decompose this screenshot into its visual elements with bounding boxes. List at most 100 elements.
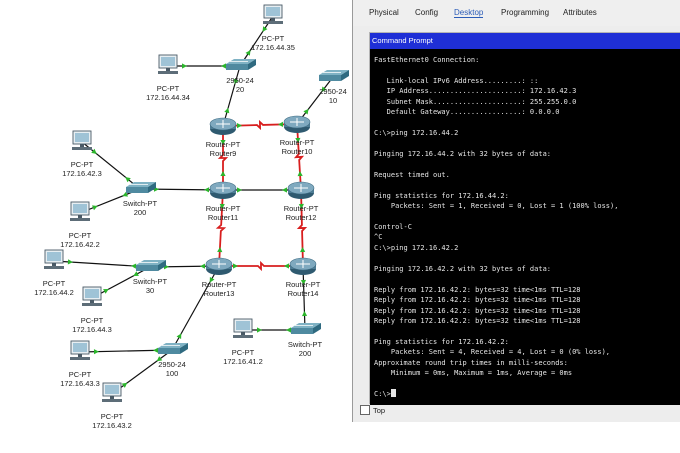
port-indicator xyxy=(295,137,301,143)
pc-pc-43-2[interactable] xyxy=(102,382,122,402)
terminal-line: C:\>ping 172.16.44.2 xyxy=(374,129,459,138)
node-ip-label: 172.16.44.3 xyxy=(72,325,112,334)
pc-pc-42-2[interactable] xyxy=(70,201,90,221)
switch-sw-200a[interactable] xyxy=(126,182,156,193)
pc-device-window: Physical Config Desktop Programming Attr… xyxy=(352,0,680,453)
port-indicator xyxy=(204,187,210,193)
pc-pc-44-2[interactable] xyxy=(44,249,64,269)
switch-sw-100[interactable] xyxy=(158,343,188,354)
port-indicator xyxy=(182,63,187,69)
node-name-label: 200 xyxy=(298,349,312,358)
node-ip-label: 172.16.44.2 xyxy=(34,288,74,297)
pc-pc-44-35[interactable] xyxy=(263,4,283,24)
port-indicator xyxy=(300,247,306,253)
port-indicator xyxy=(176,333,182,340)
router-r10[interactable] xyxy=(283,115,311,133)
terminal-line xyxy=(374,65,680,75)
tab-config[interactable]: Config xyxy=(415,8,439,17)
tab-attributes[interactable]: Attributes xyxy=(563,8,597,17)
port-indicator xyxy=(257,327,262,333)
node-ip-label: 172.16.44.35 xyxy=(251,43,295,52)
port-indicator xyxy=(301,311,308,317)
node-model-label: Switch-PT xyxy=(132,277,168,286)
top-option[interactable]: Top xyxy=(360,405,385,415)
terminal-line: Control-C xyxy=(374,223,412,231)
tab-bar: Physical Config Desktop Programming Attr… xyxy=(353,0,680,26)
terminal-line xyxy=(374,253,680,263)
node-model-label: Router-PT xyxy=(283,204,319,213)
link-pc-43-3-sw-100 xyxy=(79,347,173,355)
terminal-line: Link-local IPv6 Address.........: :: xyxy=(374,76,539,85)
port-indicator xyxy=(219,203,225,209)
pc-pc-44-34[interactable] xyxy=(158,54,178,74)
pc-pc-44-3[interactable] xyxy=(82,286,102,306)
node-ip-label: 172.16.43.2 xyxy=(92,421,132,430)
port-indicator xyxy=(103,289,109,294)
router-r12[interactable] xyxy=(287,181,315,199)
switch-sw-20[interactable] xyxy=(226,59,256,70)
node-ip-label: 172.16.41.2 xyxy=(223,357,263,366)
node-ip-label: 172.16.43.3 xyxy=(60,379,100,388)
port-indicator xyxy=(298,203,304,209)
port-indicator xyxy=(321,86,327,93)
node-model-label: PC-PT xyxy=(231,348,255,357)
node-model-label: PC-PT xyxy=(70,160,94,169)
port-indicator xyxy=(221,63,226,69)
terminal-line xyxy=(374,379,680,389)
terminal-line: Approximate round trip times in milli-se… xyxy=(374,358,568,367)
tab-programming[interactable]: Programming xyxy=(501,8,550,17)
port-indicator xyxy=(282,187,287,193)
port-indicator xyxy=(93,349,99,355)
node-name-label: Router10 xyxy=(281,147,313,156)
terminal-line: Packets: Sent = 1, Received = 0, Lost = … xyxy=(374,202,619,211)
port-indicator xyxy=(262,26,268,32)
top-checkbox[interactable] xyxy=(360,405,370,415)
pc-pc-41-2[interactable] xyxy=(233,318,253,338)
port-indicator xyxy=(200,263,206,269)
terminal-line xyxy=(374,159,680,169)
port-indicator xyxy=(284,263,289,269)
switch-sw-10[interactable] xyxy=(319,70,349,81)
port-indicator xyxy=(220,140,226,145)
router-r11[interactable] xyxy=(209,181,237,199)
command-prompt-panel: Command Prompt FastEthernet0 Connection:… xyxy=(369,32,680,405)
terminal-line: Reply from 172.16.42.2: bytes=32 time<1m… xyxy=(374,316,581,325)
port-indicator xyxy=(125,177,131,183)
terminal-line: Minimum = 0ms, Maximum = 1ms, Average = … xyxy=(374,369,573,378)
port-indicator xyxy=(300,279,307,285)
tab-physical[interactable]: Physical xyxy=(369,8,399,17)
switch-sw-30[interactable] xyxy=(136,260,166,271)
top-label: Top xyxy=(373,405,386,415)
link-sw-20-r9 xyxy=(222,65,241,127)
router-r13[interactable] xyxy=(205,257,233,275)
pc-pc-43-3[interactable] xyxy=(70,340,90,360)
router-r9[interactable] xyxy=(209,117,237,135)
router-r14[interactable] xyxy=(289,257,317,275)
link-r13-r14 xyxy=(219,260,303,272)
node-name-label: 10 xyxy=(328,96,338,105)
terminal-line: Request timed out. xyxy=(374,170,450,179)
terminal-line: FastEthernet0 Connection: xyxy=(374,56,480,64)
terminal-line: Ping statistics for 172.16.42.2: xyxy=(374,337,509,346)
port-indicator xyxy=(278,121,284,127)
node-name-label: Router9 xyxy=(209,149,237,158)
terminal-line: Packets: Sent = 4, Received = 4, Lost = … xyxy=(374,348,611,357)
pc-pc-42-3[interactable] xyxy=(72,130,92,150)
port-indicator xyxy=(236,123,242,129)
node-ip-label: 172.16.42.2 xyxy=(60,240,100,249)
terminal-line: C:\>ping 172.16.42.2 xyxy=(374,243,459,252)
bottom-bar xyxy=(352,422,680,453)
tab-desktop[interactable]: Desktop xyxy=(454,8,484,18)
switch-sw-200b[interactable] xyxy=(291,323,321,334)
terminal-output[interactable]: FastEthernet0 Connection: Link-local IPv… xyxy=(370,49,680,405)
terminal-line xyxy=(374,212,680,222)
terminal-line: Reply from 172.16.42.2: bytes=32 time<1m… xyxy=(374,285,581,294)
terminal-line xyxy=(374,180,680,190)
node-name-label: 200 xyxy=(133,208,147,217)
